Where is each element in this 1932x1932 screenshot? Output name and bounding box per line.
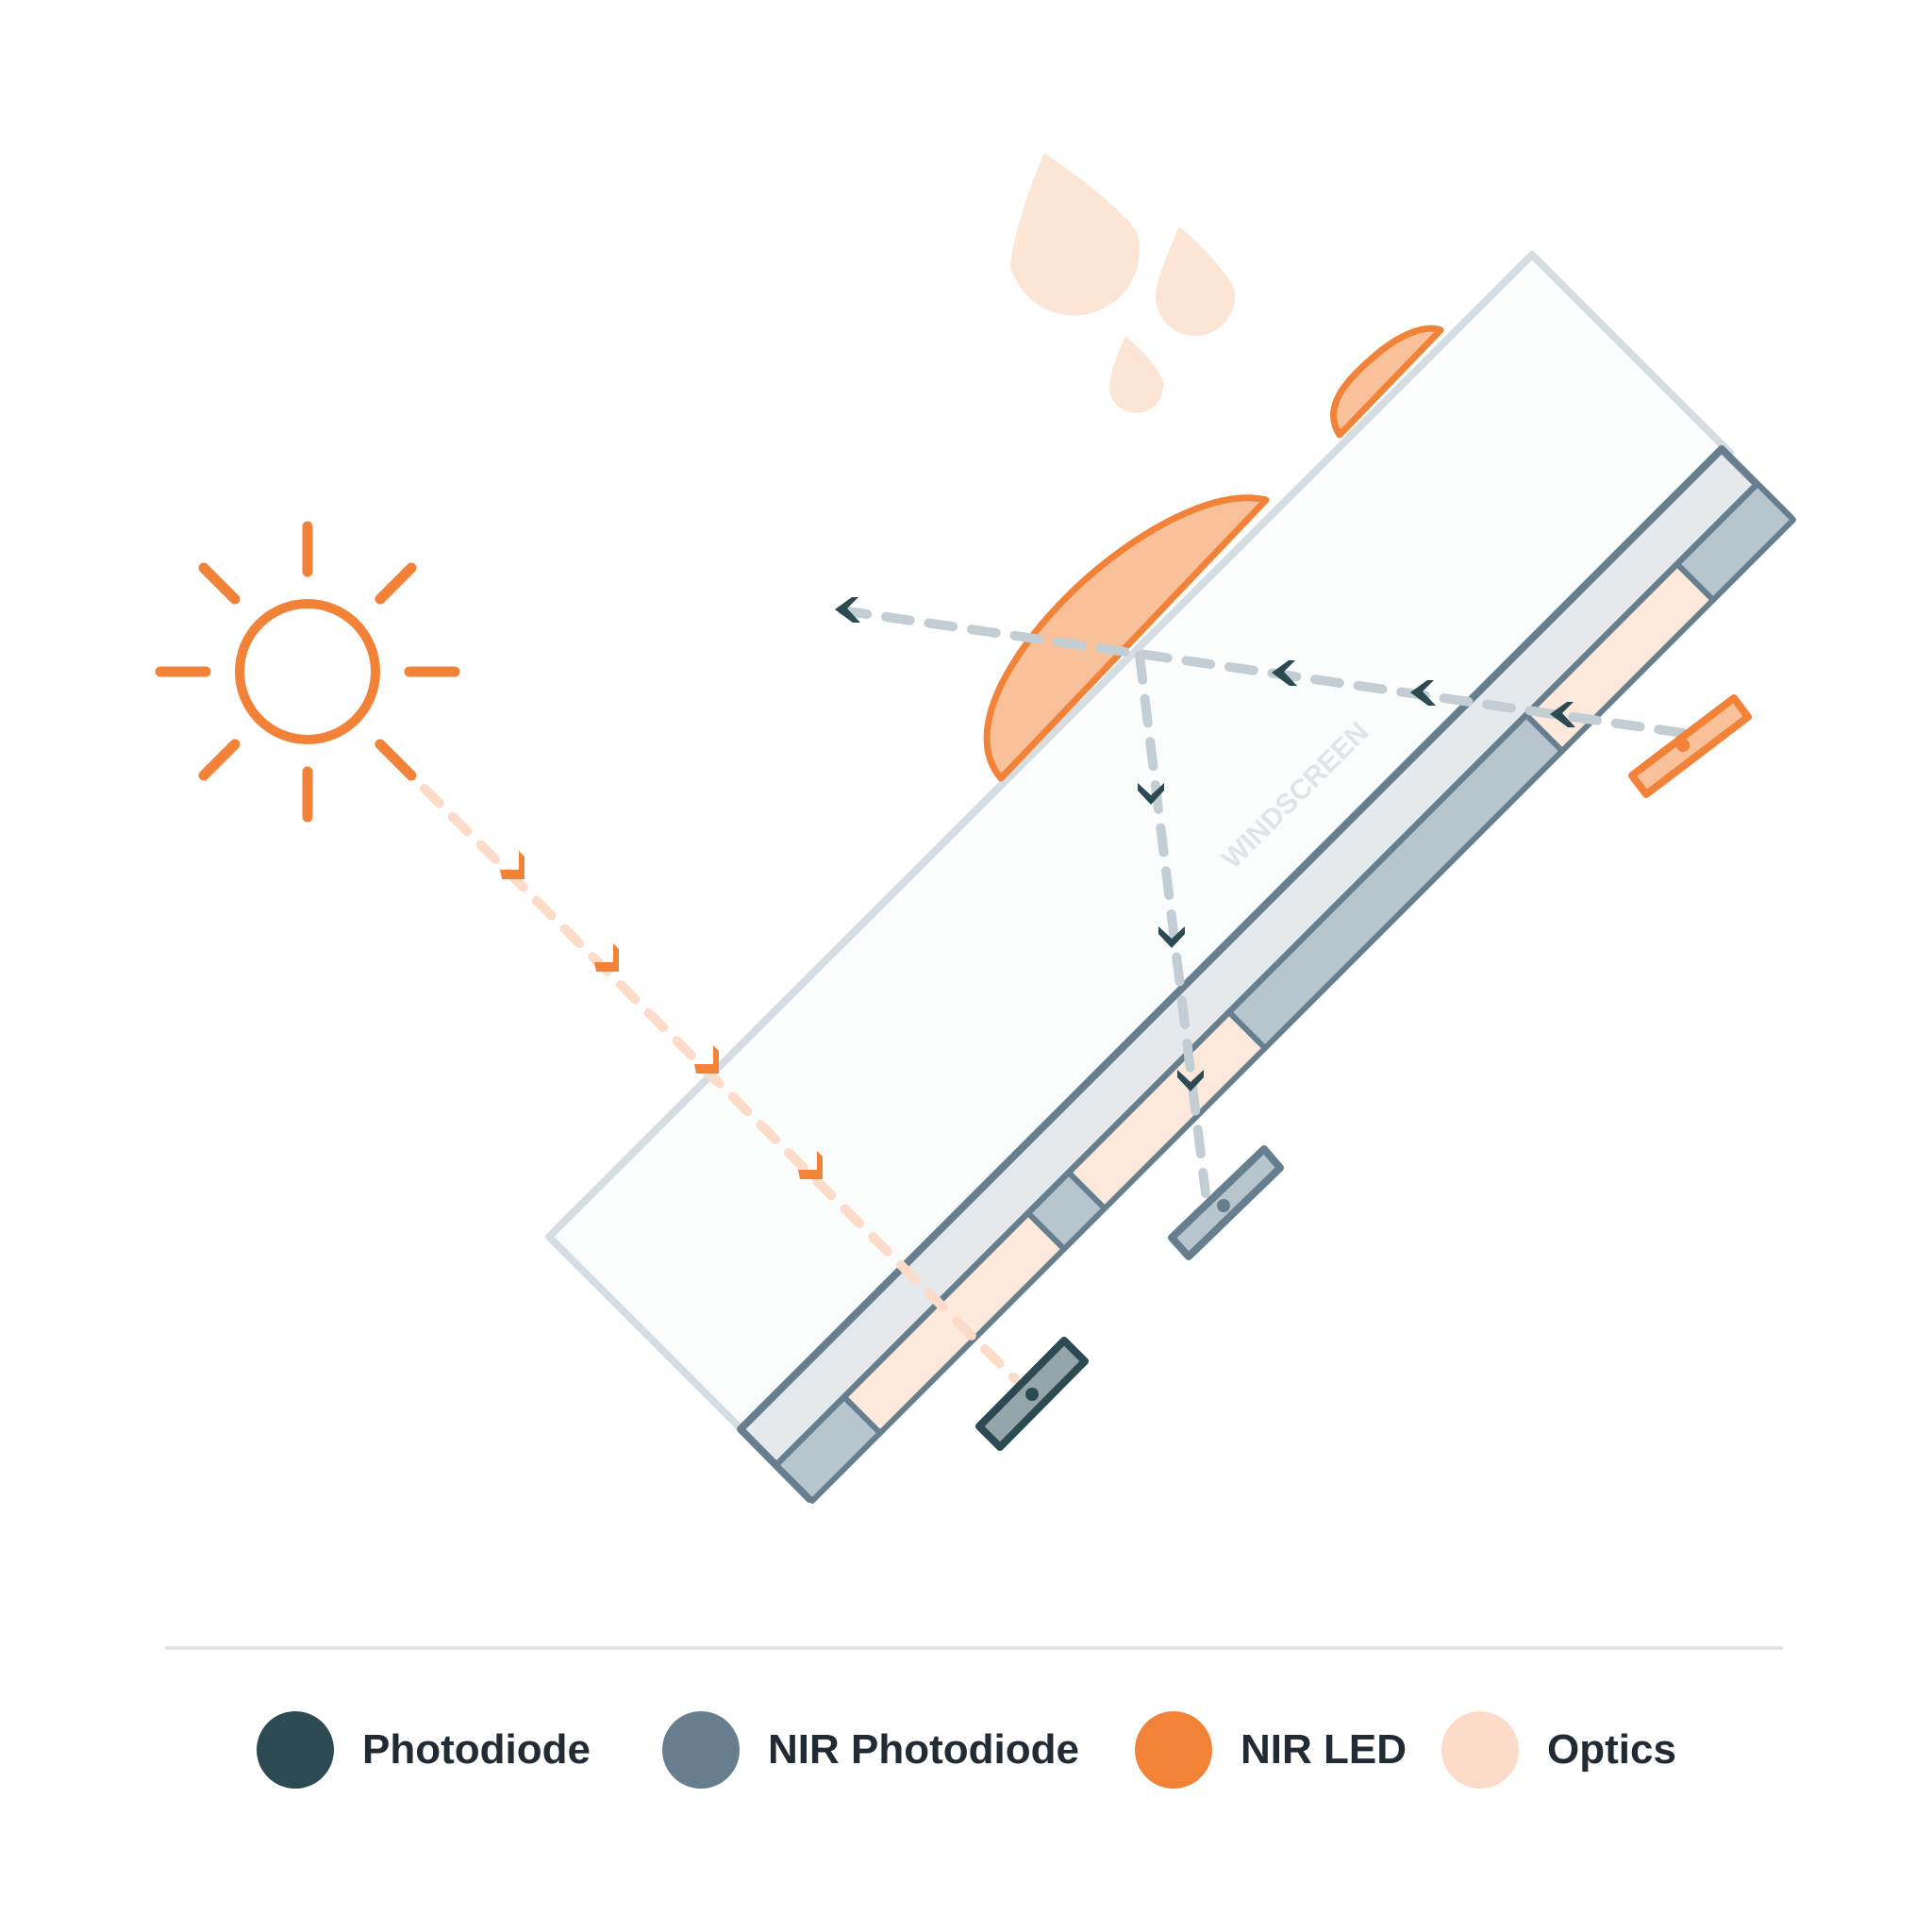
- sunlight-arrow-3: [694, 1045, 719, 1074]
- legend-label: Optics: [1547, 1726, 1676, 1773]
- raindrops: [1010, 153, 1235, 413]
- nir-arrow-down-2: [1158, 926, 1185, 948]
- photodiode-component: [975, 1337, 1089, 1451]
- windscreen-glass: [545, 251, 1734, 1439]
- water-droplet-large: [983, 494, 1270, 782]
- rain-sensor-diagram: WINDSCREEN: [155, 153, 1796, 1504]
- nir-led-swatch: [1135, 1711, 1212, 1789]
- legend-item-nir-led: NIR LED: [1135, 1707, 1407, 1792]
- nir-arrow-down-3: [1177, 1070, 1204, 1091]
- photodiode-swatch: [257, 1711, 334, 1789]
- nir-photodiode-swatch: [662, 1711, 740, 1789]
- nir-led-component: [1628, 694, 1752, 798]
- legend-item-optics: Optics: [1441, 1707, 1676, 1792]
- legend-label: NIR Photodiode: [768, 1726, 1079, 1773]
- water-droplet-small: [1330, 325, 1444, 439]
- nir-arrow-left-2: [1272, 660, 1297, 686]
- nir-arrow-left-3: [1410, 680, 1436, 706]
- sunlight-arrow-2: [594, 943, 619, 972]
- sunlight-path: [420, 784, 1020, 1384]
- raindrop-medium: [1156, 226, 1235, 337]
- nir-beam-path: [824, 597, 1688, 1198]
- legend-item-nir-photodiode: NIR Photodiode: [662, 1707, 1079, 1792]
- nir-arrow-left-1: [835, 597, 860, 623]
- nir-photodiode-component: [1168, 1145, 1284, 1260]
- legend-label: NIR LED: [1241, 1726, 1407, 1773]
- sunlight-arrow-4: [798, 1151, 823, 1179]
- nir-arrow-left-4: [1550, 702, 1575, 727]
- optics-swatch: [1441, 1711, 1519, 1789]
- sun-icon: [155, 521, 460, 823]
- legend: Photodiode NIR Photodiode NIR LED Optics: [0, 1707, 1932, 1792]
- segment-nir-window-4: [1674, 481, 1796, 603]
- housing-segments: [774, 481, 1796, 1504]
- raindrop-large: [1010, 153, 1140, 316]
- nir-arrow-down-1: [1138, 783, 1164, 805]
- legend-label: Photodiode: [362, 1726, 591, 1773]
- raindrop-small: [1109, 336, 1164, 413]
- legend-item-photodiode: Photodiode: [257, 1707, 591, 1792]
- sunlight-arrow-1: [500, 851, 525, 879]
- legend-divider: [165, 1646, 1783, 1650]
